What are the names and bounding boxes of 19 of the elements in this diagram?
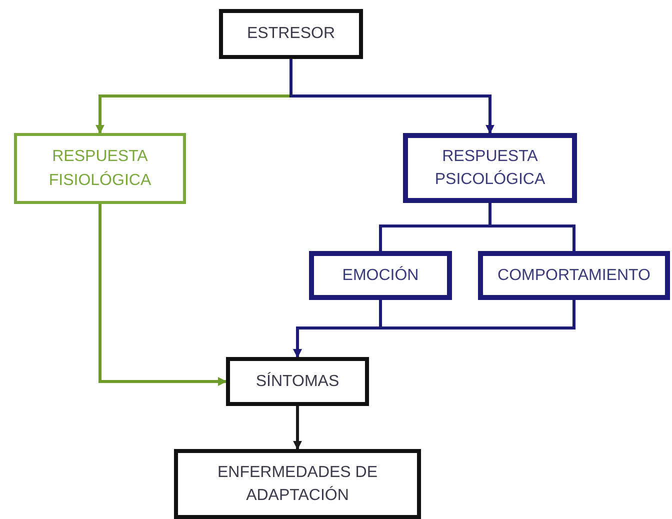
box-label: COMPORTAMIENTO — [498, 266, 650, 286]
box-label: RESPUESTA FISIOLÓGICA — [48, 147, 152, 190]
arrow — [98, 204, 227, 386]
process-box — [403, 133, 577, 203]
box-label: EMOCIÓN — [342, 265, 419, 286]
process-box — [226, 357, 369, 406]
arrow — [290, 59, 494, 134]
connector-line — [488, 203, 576, 251]
process-box — [309, 251, 452, 300]
box-label: ESTRESOR — [246, 24, 335, 44]
arrow — [293, 406, 302, 450]
process-box — [219, 9, 363, 59]
box-label: RESPUESTA PSICOLÓGICA — [434, 146, 546, 190]
arrow — [293, 300, 576, 358]
box-label: SÍNTOMAS — [256, 371, 340, 392]
process-box — [174, 449, 421, 519]
process-box — [478, 251, 670, 300]
box-label: ENFERMEDADES DE ADAPTACIÓN — [216, 462, 379, 506]
process-box — [14, 133, 186, 204]
